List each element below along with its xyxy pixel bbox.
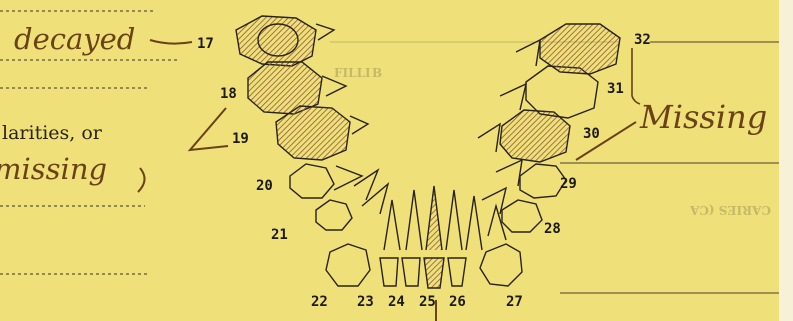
- tooth-number-17: 17: [197, 36, 214, 52]
- tooth-30: [500, 110, 570, 162]
- tooth-number-20: 20: [256, 178, 273, 194]
- tooth-20: [290, 164, 334, 198]
- tooth-number-25: 25: [419, 294, 436, 310]
- tooth-25: [424, 258, 444, 288]
- tooth-number-28: 28: [544, 221, 561, 237]
- tooth-number-24: 24: [388, 294, 405, 310]
- tooth-21: [316, 200, 352, 230]
- tooth-24: [402, 258, 420, 286]
- tooth-number-30: 30: [583, 126, 600, 142]
- tooth-26: [448, 258, 466, 286]
- tooth-27: [480, 244, 522, 286]
- tooth-number-18: 18: [220, 86, 237, 102]
- tooth-number-21: 21: [271, 227, 288, 243]
- tooth-number-22: 22: [311, 294, 328, 310]
- tooth-28: [502, 200, 542, 232]
- paper-edge: [779, 0, 793, 321]
- tooth-19: [276, 106, 350, 160]
- tooth-number-29: 29: [560, 176, 577, 192]
- tooth-number-31: 31: [607, 81, 624, 97]
- tooth-number-23: 23: [357, 294, 374, 310]
- tooth-number-19: 19: [232, 131, 249, 147]
- tooth-number-27: 27: [506, 294, 523, 310]
- tooth-23: [380, 258, 398, 286]
- tooth-32: [540, 24, 620, 74]
- tooth-number-26: 26: [449, 294, 466, 310]
- tooth-number-32: 32: [634, 32, 651, 48]
- tooth-22: [326, 244, 370, 286]
